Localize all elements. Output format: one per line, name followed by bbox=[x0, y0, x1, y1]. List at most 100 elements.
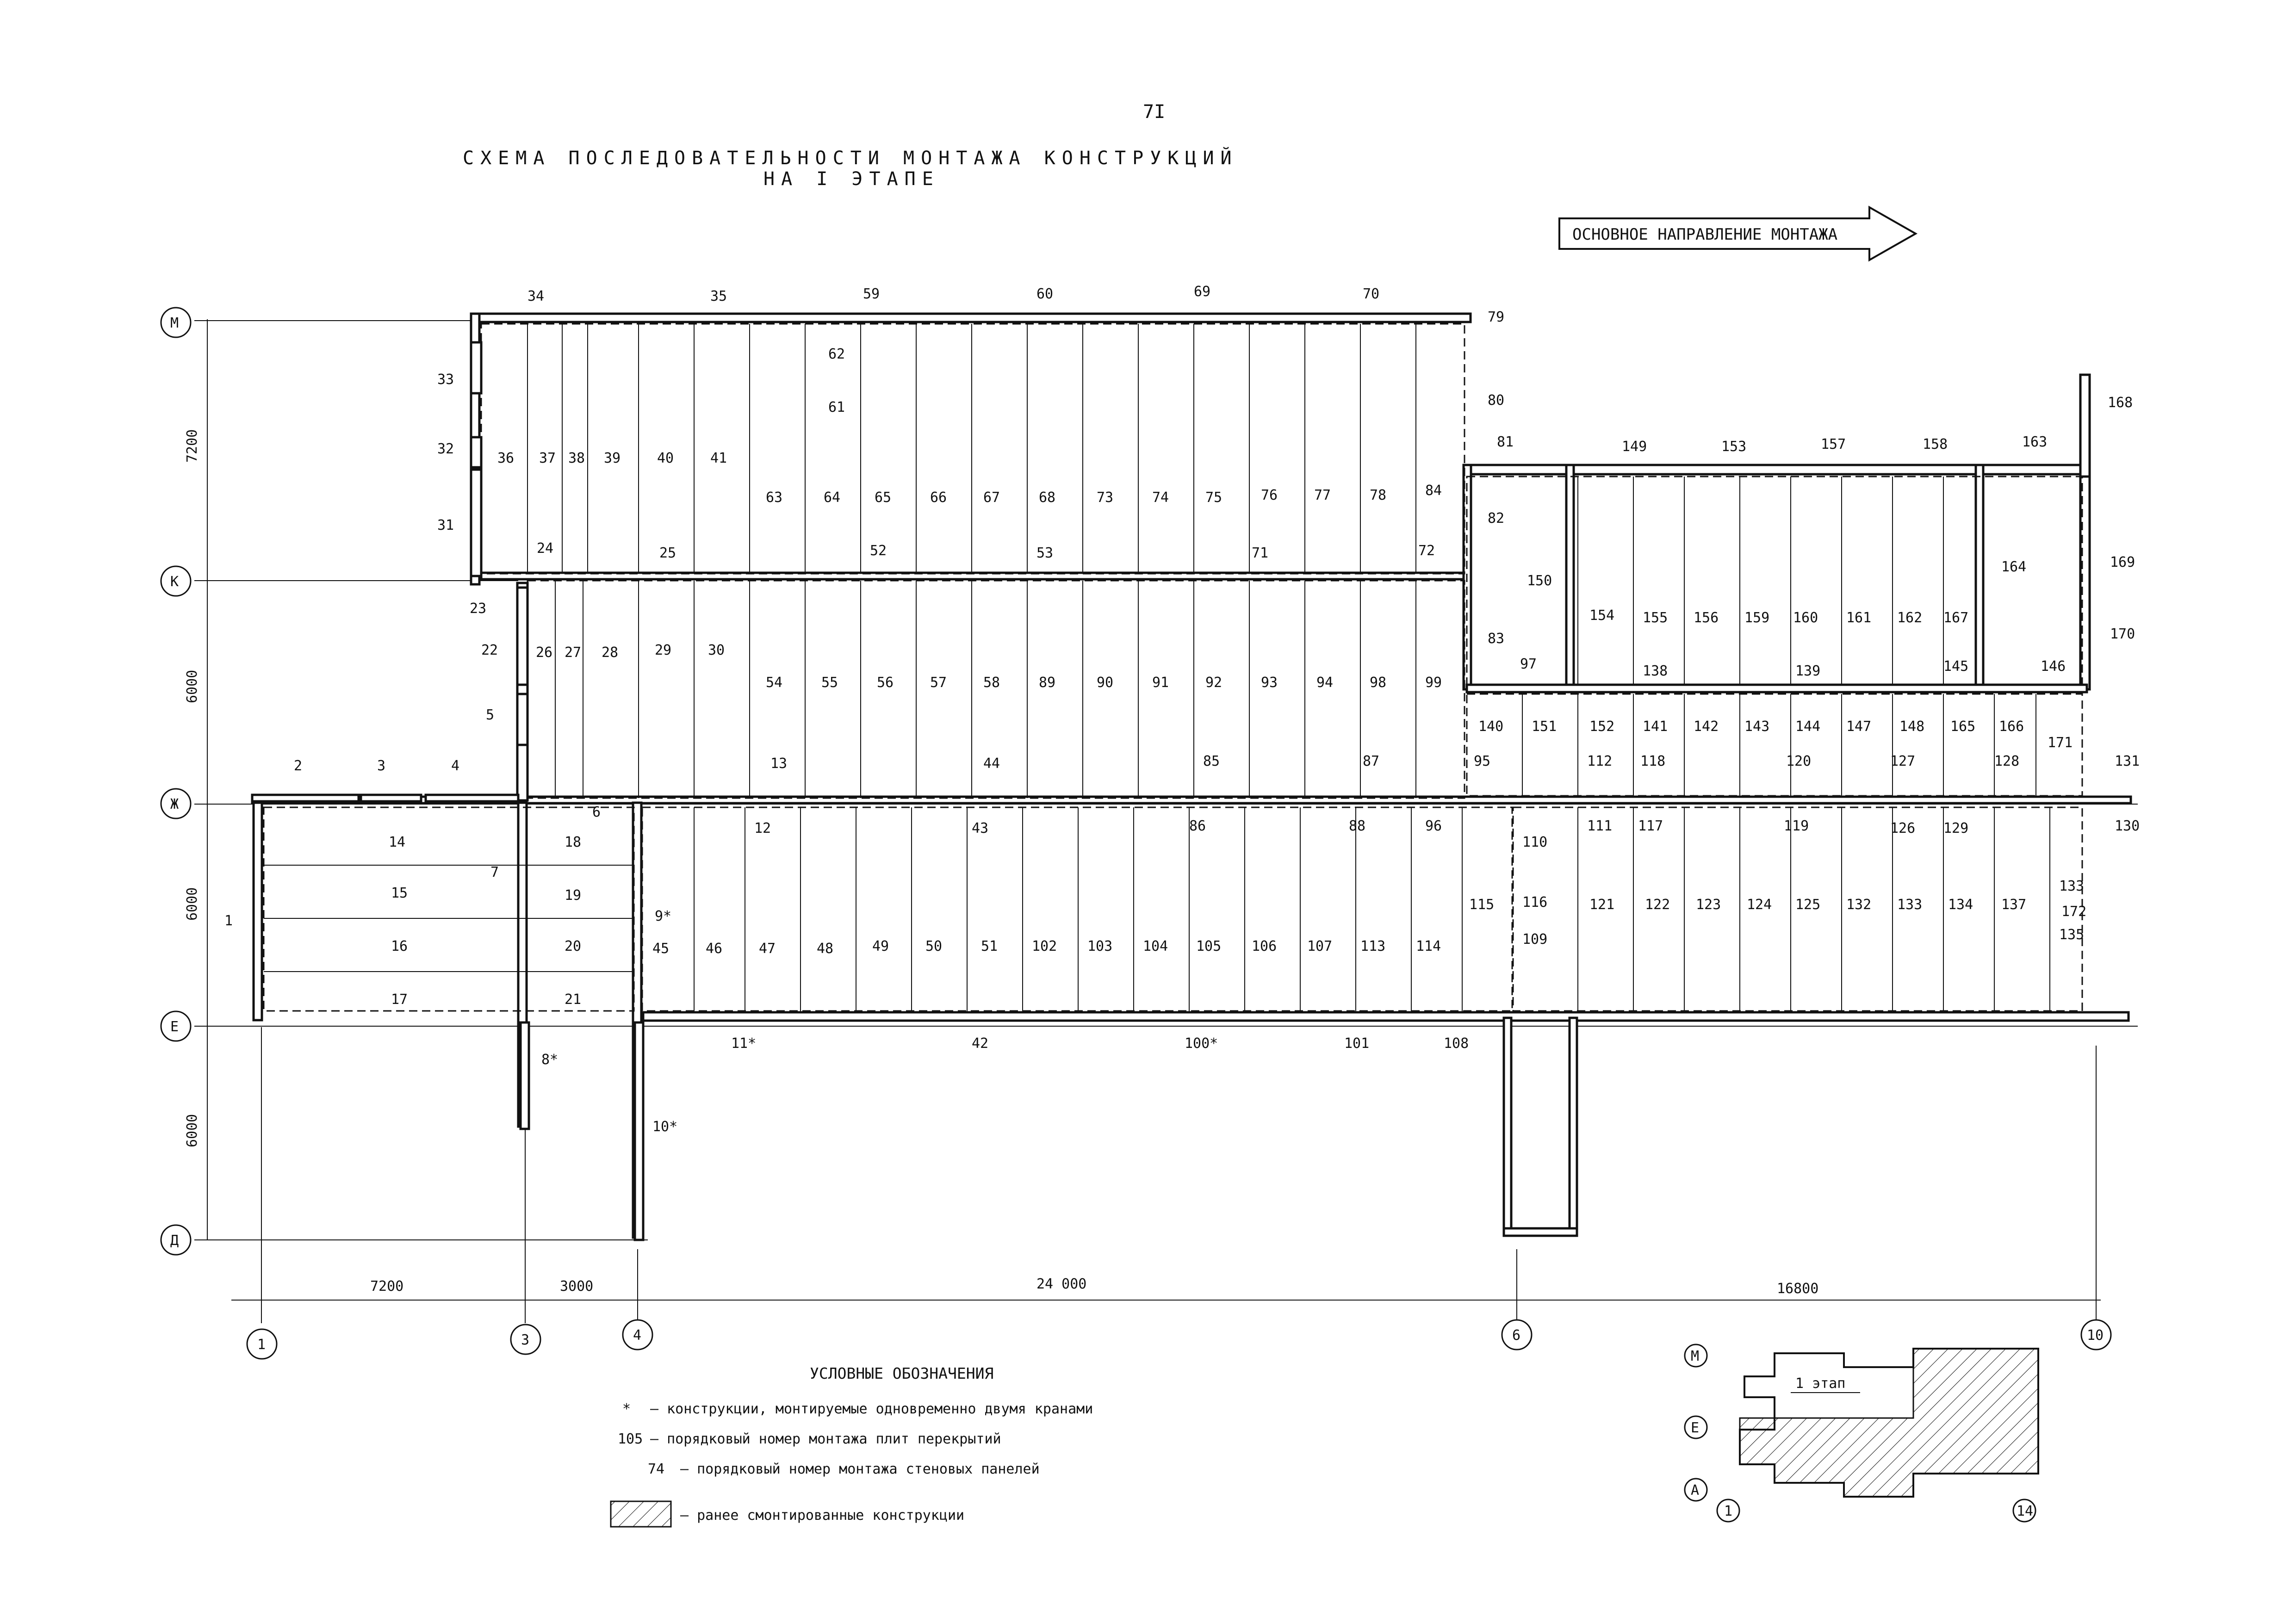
num-59: 59 bbox=[863, 286, 880, 302]
num-75: 75 bbox=[1205, 489, 1222, 506]
key-axis-14: 14 bbox=[2017, 1503, 2033, 1519]
num-21: 21 bbox=[565, 991, 581, 1008]
num-84: 84 bbox=[1425, 483, 1442, 499]
num-111: 111 bbox=[1587, 818, 1612, 834]
dim-24000-h: 24 000 bbox=[1036, 1276, 1086, 1292]
num-79: 79 bbox=[1488, 309, 1504, 325]
legend-heading: УСЛОВНЫЕ ОБОЗНАЧЕНИЯ bbox=[810, 1364, 993, 1382]
num-155: 155 bbox=[1643, 610, 1668, 626]
num-6: 6 bbox=[592, 804, 601, 820]
num-64: 64 bbox=[824, 489, 840, 506]
numbers-wall-top: 34 35 59 60 69 70 79 80 81 149 153 157 1… bbox=[527, 284, 2133, 455]
num-102: 102 bbox=[1032, 938, 1057, 954]
num-69: 69 bbox=[1194, 284, 1210, 300]
title-line-1: СХЕМА ПОСЛЕДОВАТЕЛЬНОСТИ МОНТАЖА КОНСТРУ… bbox=[463, 147, 1238, 169]
num-1: 1 bbox=[224, 913, 233, 929]
num-151: 151 bbox=[1532, 719, 1557, 735]
num-12: 12 bbox=[754, 820, 771, 836]
num-3: 3 bbox=[377, 758, 385, 774]
num-24: 24 bbox=[537, 540, 553, 557]
num-90: 90 bbox=[1097, 675, 1113, 691]
num-116: 116 bbox=[1522, 894, 1547, 911]
num-127: 127 bbox=[1890, 753, 1915, 769]
dim-16800-h: 16800 bbox=[1777, 1281, 1818, 1297]
num-101: 101 bbox=[1344, 1035, 1369, 1052]
axis-3: 3 bbox=[521, 1332, 529, 1348]
dim-6000-v2: 6000 bbox=[184, 887, 200, 921]
key-axis-1: 1 bbox=[1724, 1503, 1732, 1519]
num-157: 157 bbox=[1821, 436, 1846, 452]
num-44: 44 bbox=[983, 756, 1000, 772]
legend-text-star: – конструкции, монтируемые одновременно … bbox=[650, 1401, 1093, 1417]
numbers-inner-m: 62 61 bbox=[828, 346, 845, 415]
key-plan-label: 1 этап bbox=[1795, 1375, 1845, 1392]
num-43: 43 bbox=[972, 820, 988, 836]
legend-text-walls: – порядковый номер монтажа стеновых пане… bbox=[680, 1461, 1040, 1477]
numbers-east-lower: 110 116 109 121 122 123 124 125 132 133 … bbox=[1522, 834, 2086, 948]
title-line-2: НА I ЭТАПЕ bbox=[763, 168, 940, 190]
num-104: 104 bbox=[1143, 938, 1168, 954]
axis-4: 4 bbox=[633, 1327, 641, 1344]
numbers-east-mid: 140 151 152 141 142 143 144 147 148 165 … bbox=[1478, 719, 2073, 751]
axis-zh: Ж bbox=[170, 796, 179, 812]
num-45: 45 bbox=[652, 941, 669, 957]
legend-text-slabs: – порядковый номер монтажа плит перекрыт… bbox=[650, 1431, 1001, 1447]
num-141: 141 bbox=[1643, 719, 1668, 735]
num-11-star: 11* bbox=[731, 1035, 756, 1052]
dimension-labels: 7200 6000 6000 6000 7200 3000 24 000 168… bbox=[184, 429, 1818, 1297]
mounting-direction-arrow: ОСНОВНОЕ НАПРАВЛЕНИЕ МОНТАЖА bbox=[1558, 205, 1918, 262]
num-166: 166 bbox=[1999, 719, 2024, 735]
num-150: 150 bbox=[1527, 573, 1552, 589]
num-122: 122 bbox=[1645, 897, 1670, 913]
num-9-star: 9* bbox=[655, 908, 671, 924]
num-7: 7 bbox=[490, 864, 499, 880]
axis-6: 6 bbox=[1512, 1327, 1520, 1344]
num-83: 83 bbox=[1488, 631, 1504, 647]
numbers-row-zhe: 45 46 47 48 49 50 51 102 103 104 105 106… bbox=[652, 897, 1494, 957]
num-55: 55 bbox=[821, 675, 838, 691]
num-71: 71 bbox=[1252, 545, 1268, 561]
num-41: 41 bbox=[710, 450, 727, 466]
num-10-star: 10* bbox=[652, 1119, 677, 1135]
num-100-star: 100* bbox=[1185, 1035, 1218, 1052]
num-77: 77 bbox=[1314, 487, 1331, 503]
dim-6000-v3: 6000 bbox=[184, 1114, 200, 1147]
legend: УСЛОВНЫЕ ОБОЗНАЧЕНИЯ * – конструкции, мо… bbox=[610, 1364, 1093, 1528]
num-165: 165 bbox=[1950, 719, 1975, 735]
num-135: 135 bbox=[2059, 927, 2084, 943]
num-50: 50 bbox=[925, 938, 942, 954]
num-147: 147 bbox=[1846, 719, 1871, 735]
num-132: 132 bbox=[1846, 897, 1871, 913]
num-72: 72 bbox=[1418, 543, 1435, 559]
num-16: 16 bbox=[391, 938, 408, 954]
num-14: 14 bbox=[389, 834, 405, 850]
num-161: 161 bbox=[1846, 610, 1871, 626]
num-148: 148 bbox=[1899, 719, 1924, 735]
plan-walls bbox=[251, 312, 2132, 1239]
num-33: 33 bbox=[437, 372, 454, 388]
legend-text-hatch: – ранее смонтированные конструкции bbox=[680, 1507, 964, 1524]
num-113: 113 bbox=[1360, 938, 1385, 954]
num-117: 117 bbox=[1638, 818, 1663, 834]
num-42: 42 bbox=[972, 1035, 988, 1052]
num-40: 40 bbox=[657, 450, 674, 466]
num-19: 19 bbox=[565, 887, 581, 904]
num-5: 5 bbox=[486, 707, 494, 723]
num-168: 168 bbox=[2108, 395, 2133, 411]
num-37: 37 bbox=[539, 450, 556, 466]
num-120: 120 bbox=[1786, 753, 1811, 769]
row-axis-bubbles: М К Ж Е Д bbox=[160, 307, 192, 1256]
num-29: 29 bbox=[655, 642, 671, 658]
num-118: 118 bbox=[1640, 753, 1665, 769]
num-85: 85 bbox=[1203, 753, 1220, 769]
key-axis-e: Е bbox=[1691, 1420, 1699, 1436]
left-walls bbox=[251, 341, 645, 1241]
num-65: 65 bbox=[875, 489, 891, 506]
num-167: 167 bbox=[1943, 610, 1968, 626]
key-axis-m: М bbox=[1691, 1348, 1699, 1364]
num-68: 68 bbox=[1039, 489, 1055, 506]
num-4: 4 bbox=[451, 758, 459, 774]
num-103: 103 bbox=[1087, 938, 1112, 954]
axis-m: М bbox=[170, 315, 179, 331]
axis-10: 10 bbox=[2087, 1327, 2104, 1344]
